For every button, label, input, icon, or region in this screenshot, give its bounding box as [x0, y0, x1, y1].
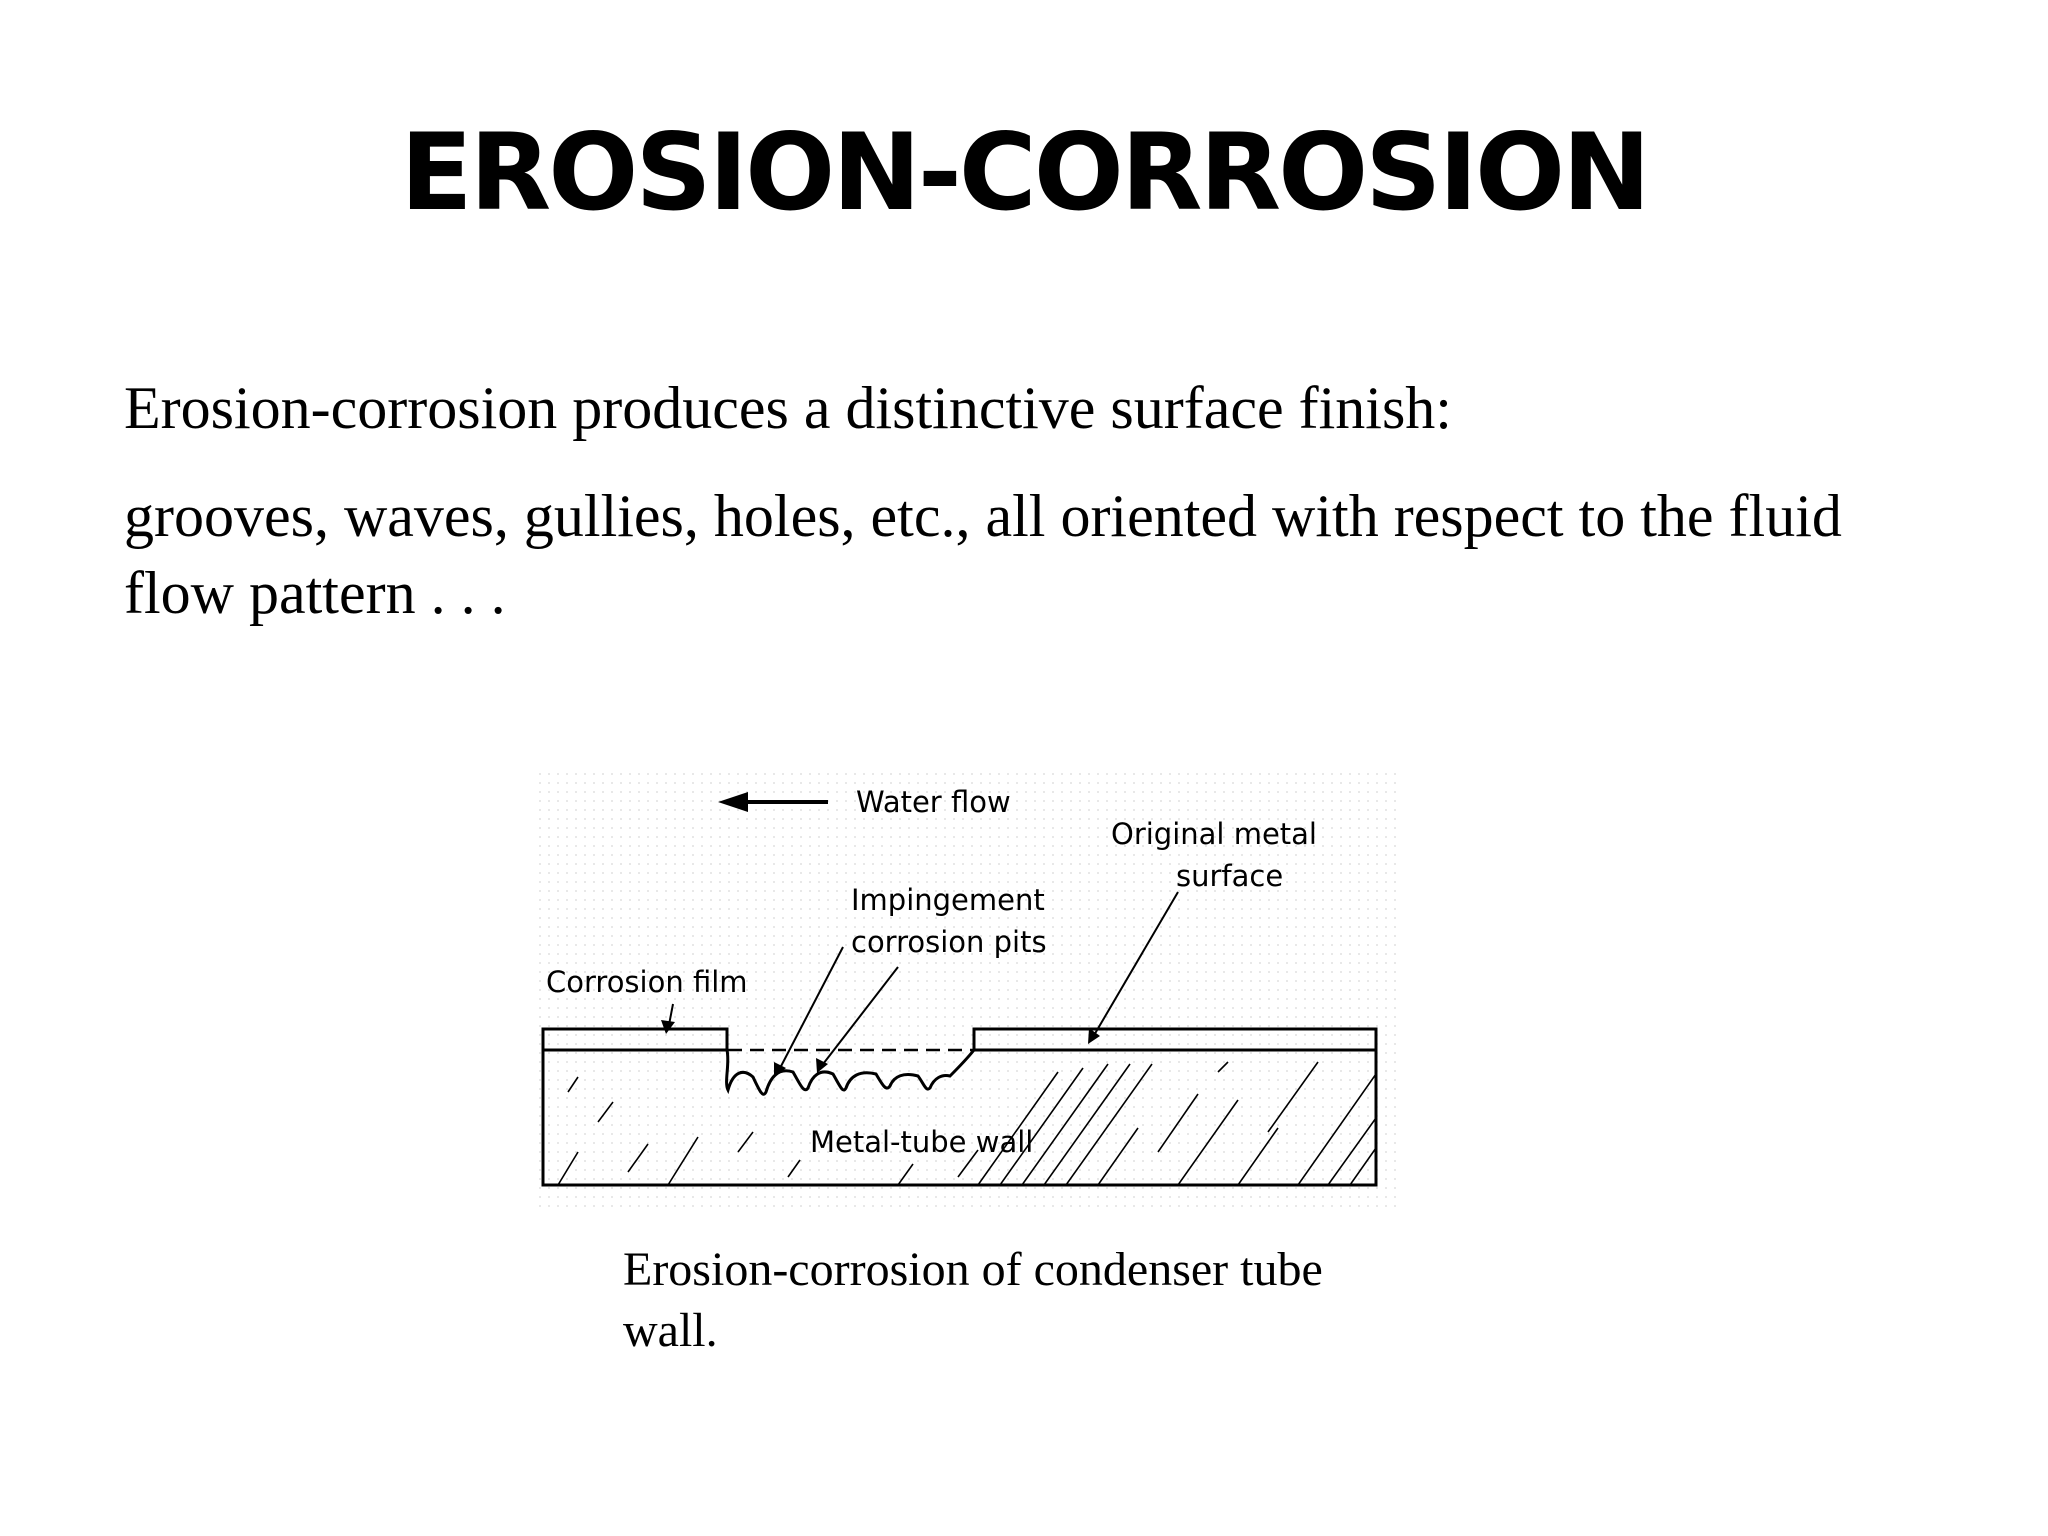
leader-lines	[667, 891, 1179, 1073]
tube-wall-outline	[541, 1027, 1378, 1187]
impingement-label-line1: Impingement	[851, 883, 1045, 917]
impingement-label-line2: corrosion pits	[851, 925, 1047, 959]
left-arrow-icon	[718, 792, 828, 812]
original-surface-label-line1: Original metal	[1111, 817, 1317, 851]
corrosion-film-label: Corrosion film	[546, 965, 748, 999]
erosion-corrosion-diagram: Water flow Original metal surface Imping…	[538, 772, 1398, 1208]
metal-tube-wall-label: Metal-tube wall	[810, 1125, 1033, 1159]
slide-title: EROSION-CORROSION	[400, 111, 1651, 234]
figure-caption: Erosion-corrosion of condenser tube wall…	[623, 1243, 1323, 1357]
body-paragraph-2: grooves, waves, gullies, holes, etc., al…	[124, 483, 1842, 626]
metal-wall-hatching	[557, 1061, 1376, 1185]
water-flow-label: Water flow	[856, 785, 1011, 819]
body-paragraph-1: Erosion-corrosion produces a distinctive…	[124, 375, 1452, 441]
diagram-dot-background	[538, 772, 1398, 1208]
original-surface-label-line2: surface	[1176, 859, 1283, 893]
leader-arrowheads	[661, 1020, 1100, 1078]
